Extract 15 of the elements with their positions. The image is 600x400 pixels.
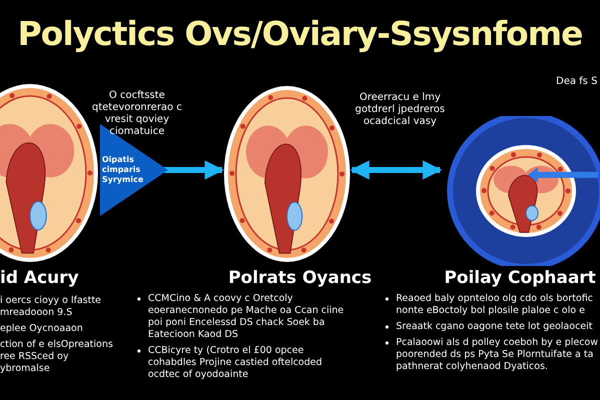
bullet-text: Pcalaoowi als d polley coeboh by e plecow poorended ds ps Pyta Se Plorntuifate a ta pathnerat colyhenaod Dyaticos.: [384, 337, 598, 373]
uterus-cross-section-drawing: [222, 84, 352, 264]
heading: Polrats Oyancs: [227, 268, 373, 288]
edge-label: Oipatis cimparis Syrymice: [102, 155, 144, 185]
cut-off-text: Dea fs S: [556, 76, 598, 88]
arrow: [100, 124, 224, 216]
double-arrow: [350, 160, 442, 180]
paragraph: i oercs cioyy o lfastte mreadooon 9.S: [0, 295, 102, 319]
heading: id Acury: [0, 268, 80, 288]
title: Polyctics Ovs/Oviary-Ssysnfome: [16, 14, 584, 53]
paragraph: ction of e elsOpreations ree RSSced oy ybromalse: [0, 339, 114, 375]
paragraph: eplee Oycnoaaon: [0, 323, 84, 335]
heading: Poilay Cophaart: [443, 268, 597, 288]
note-text: Oreerracu e lmy gotdrerl jpedreros ocadcical vasy: [354, 92, 446, 128]
note-text: O cocftsste qtetevoronrerao c vresit qoviey ciomatuice: [92, 90, 182, 138]
